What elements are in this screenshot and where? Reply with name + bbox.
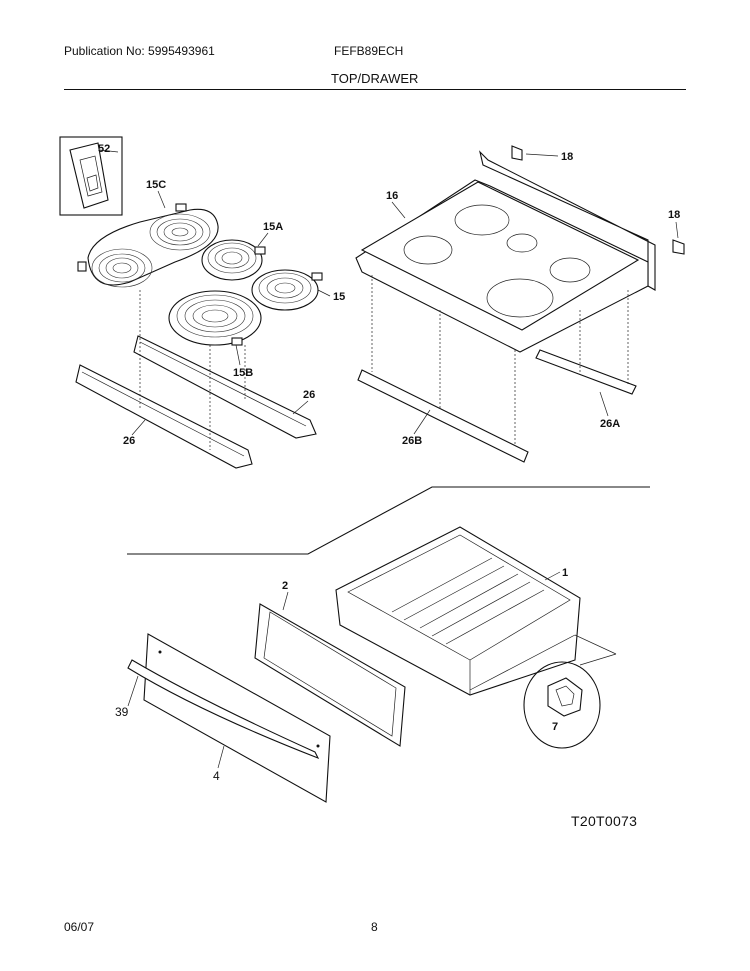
element-brackets (75, 290, 317, 469)
callout-26b: 26B (402, 435, 422, 447)
drawer-front (127, 633, 331, 803)
callout-26a: 26A (600, 418, 620, 430)
cooktop-glass (355, 145, 685, 353)
callout-15b: 15B (233, 367, 253, 379)
section-title: TOP/DRAWER (331, 71, 419, 86)
cooktop-trim (357, 275, 637, 463)
callout-4: 4 (213, 769, 220, 783)
callout-2: 2 (282, 580, 288, 592)
drawer-panel-frame (254, 603, 406, 747)
footer-date: 06/07 (64, 920, 95, 934)
callout-15a: 15A (263, 221, 283, 233)
callout-1: 1 (562, 567, 568, 579)
callout-18-top: 18 (561, 151, 573, 163)
callout-26-left: 26 (123, 435, 135, 447)
surface-elements (77, 203, 323, 346)
page-number: 8 (371, 920, 378, 934)
callout-16: 16 (386, 190, 398, 202)
callout-52: 52 (98, 143, 110, 155)
part-52-inset (59, 136, 123, 216)
callout-7: 7 (552, 721, 558, 733)
callout-18-right: 18 (668, 209, 680, 221)
header-rule (64, 89, 686, 90)
drawer-body (335, 526, 581, 696)
callout-15c: 15C (146, 179, 166, 191)
callout-26-right: 26 (303, 389, 315, 401)
callout-39: 39 (115, 705, 129, 719)
model-number: FEFB89ECH (334, 44, 404, 58)
section-divider (127, 486, 650, 555)
figure-code: T20T0073 (571, 813, 638, 829)
publication-number: Publication No: 5995493961 (64, 44, 215, 58)
part-7-inset (523, 634, 617, 749)
callout-15: 15 (333, 291, 345, 303)
